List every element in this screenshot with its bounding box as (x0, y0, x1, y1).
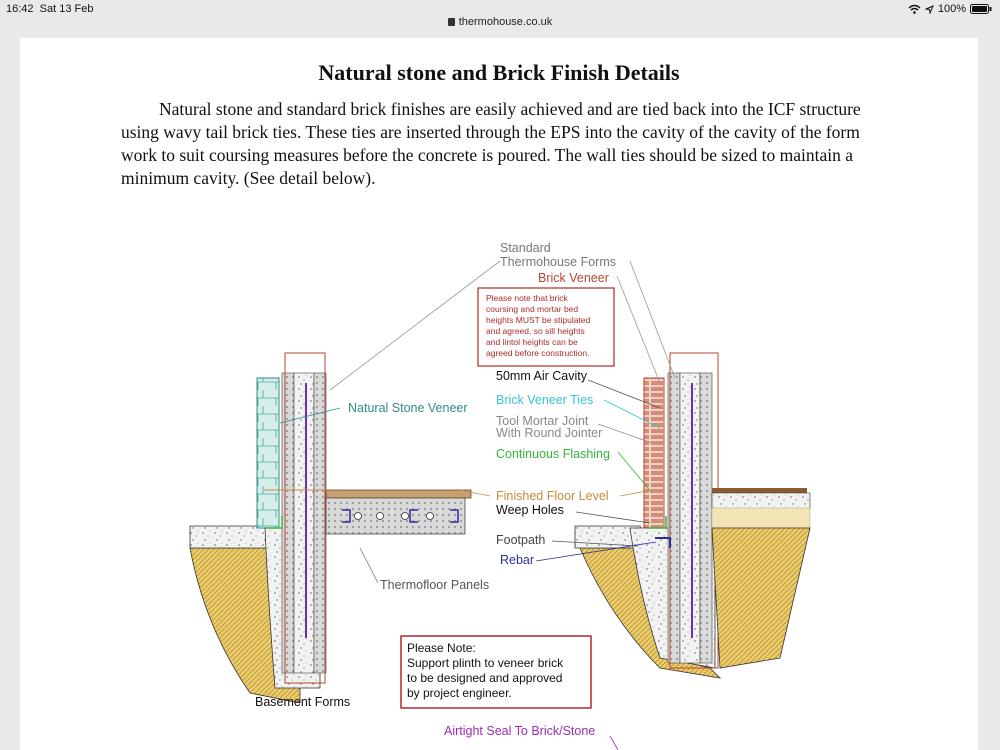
left-floor-slab (325, 489, 472, 499)
note-bottom-line-2: Support plinth to veneer brick (407, 656, 564, 670)
left-stone-veneer (256, 377, 280, 529)
battery-percent: 100% (937, 3, 966, 15)
left-eps-inner (313, 372, 327, 674)
page-title: Natural stone and Brick Finish Details (318, 60, 680, 85)
note-bottom-line-3: to be designed and approved (407, 671, 562, 685)
left-wall-detail (189, 352, 472, 704)
left-flashing (268, 516, 283, 529)
label-standard-forms: Standard (500, 241, 551, 255)
label-floor-level: Finished Floor Level (496, 489, 609, 503)
note-top-line-5: and lintol heights can be (486, 337, 578, 347)
label-brick-veneer: Brick Veneer (538, 271, 609, 285)
location-arrow-icon (924, 4, 934, 14)
left-footpath (189, 525, 271, 549)
label-airtight: Airtight Seal To Brick/Stone (444, 724, 595, 738)
label-air-cavity: 50mm Air Cavity (496, 369, 588, 383)
right-floor-slab (712, 488, 807, 493)
svg-text:Please note that brick c: Please note that brick coursing and mort… (486, 293, 593, 358)
label-natural-stone: Natural Stone Veneer (348, 401, 468, 415)
date: Sat 13 Feb (39, 3, 94, 15)
label-basement: Basement Forms (255, 695, 350, 709)
svg-text:Please Note: Support pli: Please Note: Support plinth to veneer br… (407, 641, 566, 700)
label-brick-ties: Brick Veneer Ties (496, 393, 593, 407)
label-tool-joint-1: Tool Mortar Joint (496, 414, 589, 428)
lock-icon (447, 18, 455, 26)
battery-icon (970, 4, 992, 14)
label-thermofloor: Thermofloor Panels (380, 578, 489, 592)
note-top-line-3: heights MUST be stipulated (486, 315, 591, 325)
right-rebar-hook (655, 537, 671, 548)
right-wall-detail (574, 352, 811, 679)
web-page: Natural stone and Brick Finish Details N… (20, 38, 978, 750)
note-top-line-4: and agreed, so sill heights (486, 326, 585, 336)
right-flashing (648, 516, 667, 529)
label-rebar: Rebar (500, 553, 534, 567)
note-top-box (477, 287, 615, 367)
right-brick-veneer (643, 377, 665, 529)
note-bottom-box (400, 635, 592, 709)
note-top-line-6: agreed before construction. (486, 348, 589, 358)
right-eps-inner (699, 372, 713, 664)
label-tool-joint-2: With Round Jointer (496, 426, 602, 440)
label-footpath: Footpath (496, 533, 545, 547)
label-weep-holes: Weep Holes (496, 503, 564, 517)
label-thermohouse-forms: Thermohouse Forms (500, 255, 616, 269)
label-flashing: Continuous Flashing (496, 447, 610, 461)
note-bottom-line-1: Please Note: (407, 641, 476, 655)
status-right: 100% (908, 3, 992, 15)
right-core (679, 372, 701, 664)
left-form-outline (284, 352, 326, 684)
thermofloor-panel (325, 497, 466, 535)
url-text[interactable]: thermohouse.co.uk (458, 16, 553, 28)
left-core (293, 372, 315, 674)
wifi-icon (908, 4, 921, 14)
note-bottom-line-4: by project engineer. (407, 686, 512, 700)
leader-lines (279, 260, 676, 750)
note-top-line-1: Please note that brick (486, 293, 568, 303)
construction-detail-diagram: Standard Thermohouse Forms Brick Veneer … (189, 241, 811, 750)
clock: 16:42 (6, 3, 34, 15)
left-eps-outer (281, 372, 295, 674)
status-bar: 16:42 Sat 13 Feb 100% (0, 0, 1000, 20)
address-bar[interactable]: thermohouse.co.uk (0, 16, 1000, 34)
status-time: 16:42 Sat 13 Feb (6, 3, 93, 15)
note-top-line-2: coursing and mortar bed (486, 304, 578, 314)
intro-paragraph: Natural stone and standard brick finishe… (121, 99, 861, 188)
